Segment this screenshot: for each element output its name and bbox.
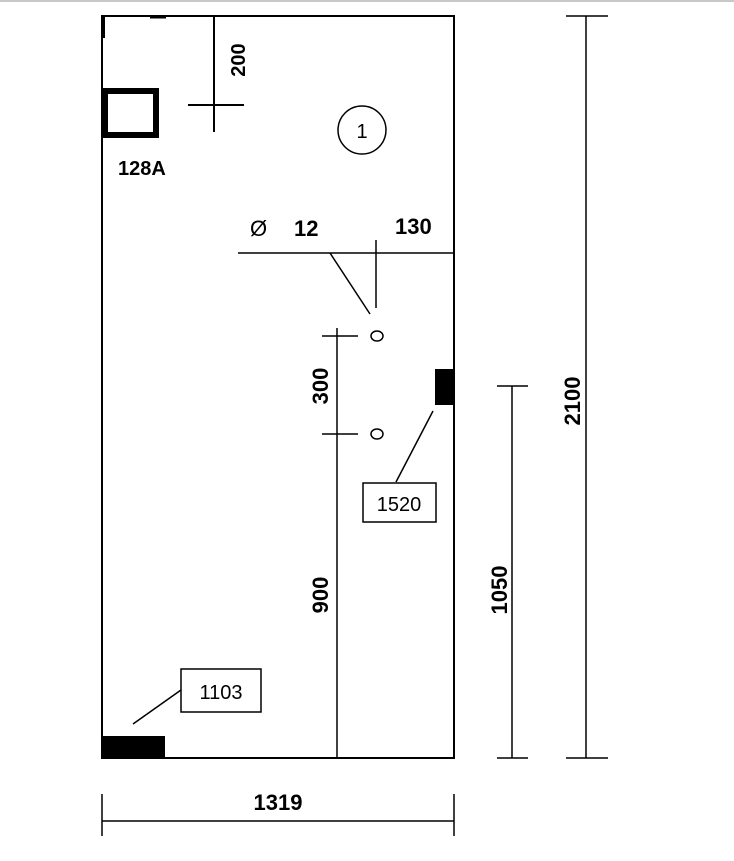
callout-1103-box xyxy=(180,668,262,713)
edge-marker-bottom xyxy=(103,736,165,758)
fixture-square xyxy=(102,88,159,138)
marker-number: 1 xyxy=(356,121,367,143)
dim-1050-text: 1050 xyxy=(487,566,512,615)
fixture-label: 128A xyxy=(118,158,166,180)
hole-lower xyxy=(370,428,384,440)
hole-upper xyxy=(370,330,384,342)
callout-1520-box xyxy=(362,482,437,523)
marker-circle xyxy=(337,105,387,155)
diameter-symbol: Ø xyxy=(250,216,267,241)
dim-200-text: 200 xyxy=(228,43,250,76)
dim-2100-text: 2100 xyxy=(560,377,585,426)
dim-300-text: 300 xyxy=(308,368,333,405)
dim-12-text: 12 xyxy=(294,216,318,241)
dim-130-text: 130 xyxy=(395,214,432,239)
dim-1319-text: 1319 xyxy=(254,790,303,815)
dim-900-text: 900 xyxy=(308,577,333,614)
callout-1520-leader xyxy=(395,410,434,483)
edge-marker-right xyxy=(435,369,454,405)
callout-1103-leader xyxy=(132,689,182,725)
dim-12-leader xyxy=(329,252,371,315)
callout-1103-text: 1103 xyxy=(199,682,242,704)
callout-1520-text: 1520 xyxy=(377,494,422,516)
